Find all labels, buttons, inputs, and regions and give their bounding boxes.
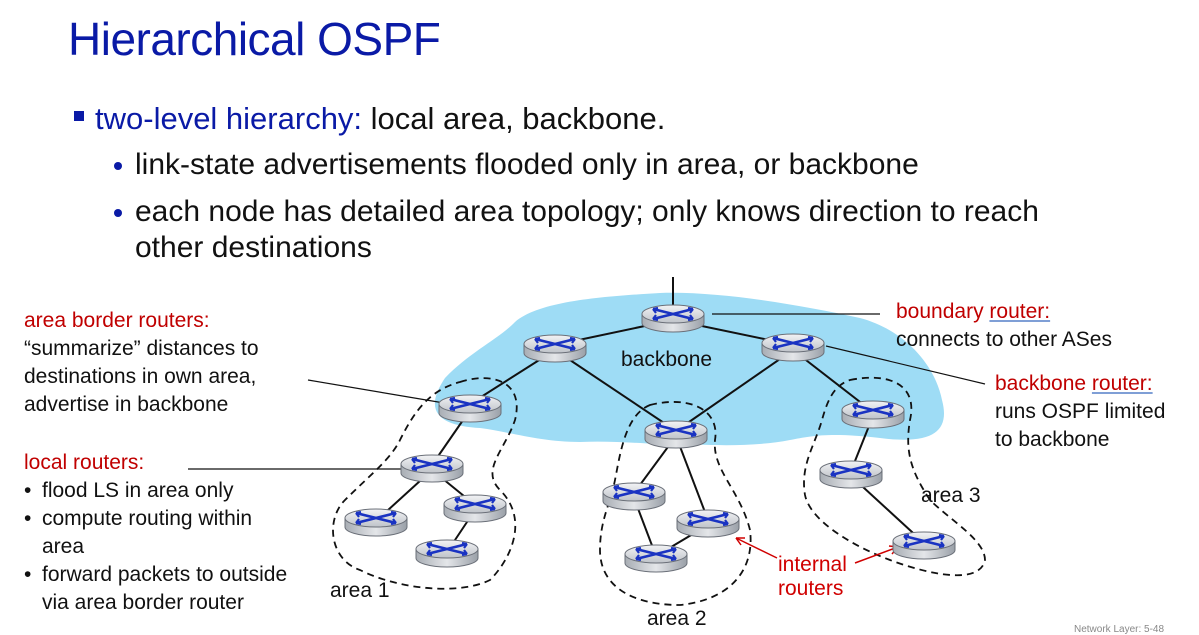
bullet-rest: local area, backbone. xyxy=(362,101,666,136)
area-3-label: area 3 xyxy=(921,484,981,507)
boundary-line: connects to other ASes xyxy=(896,328,1112,351)
boundary-heading-a: boundary xyxy=(896,300,990,323)
local-item: via area border router xyxy=(42,591,244,614)
square-bullet-icon xyxy=(74,111,84,121)
area-2-boundary xyxy=(599,401,752,606)
local-router-1d xyxy=(414,538,480,569)
area-border-router-3 xyxy=(840,399,906,430)
backbone-heading-b: router: xyxy=(1091,372,1153,395)
backbone-router-line: to backbone xyxy=(995,428,1110,451)
sub-bullet-dot-icon xyxy=(114,209,122,217)
backbone-router-line: runs OSPF limited xyxy=(995,400,1166,423)
area-border-router-1 xyxy=(437,393,503,424)
local-item: forward packets to outside xyxy=(42,563,288,586)
slide-footer: Network Layer: 5-48 xyxy=(1074,624,1165,635)
local-router-3b xyxy=(891,530,957,561)
local-router-1b xyxy=(343,507,409,538)
area-1-boundary xyxy=(332,377,518,590)
local-router-1a xyxy=(399,453,465,484)
area-border-line: advertise in backbone xyxy=(24,393,229,416)
local-item: compute routing within xyxy=(42,507,253,530)
local-router-2b xyxy=(675,508,741,539)
backbone-cloud xyxy=(434,292,945,446)
area-2-label: area 2 xyxy=(647,607,707,630)
area-3-boundary xyxy=(803,376,986,577)
local-router-2a xyxy=(601,481,667,512)
area-border-line: “summarize” distances to xyxy=(24,337,259,360)
sub-bullet-dot-icon xyxy=(114,162,122,170)
internal-label-line: routers xyxy=(778,577,844,600)
backbone-router-annotation: backbone router: runs OSPF limited to ba… xyxy=(995,370,1165,454)
area-1-label: area 1 xyxy=(330,579,390,602)
backbone-router-left xyxy=(522,333,588,364)
bullet-icon: • xyxy=(24,507,32,530)
area-boundaries xyxy=(332,376,986,606)
area-border-line: destinations in own area, xyxy=(24,365,257,388)
local-routers-heading: local routers: xyxy=(24,451,145,474)
main-bullet: two-level hierarchy: local area, backbon… xyxy=(95,101,665,137)
sub-bullet-2-cont: other destinations xyxy=(135,231,372,264)
local-routers-annotation: local routers: • flood LS in area only • c… xyxy=(24,449,287,617)
area-border-heading: area border routers: xyxy=(24,309,210,332)
backbone-heading-a: backbone xyxy=(995,372,1092,395)
internal-label-line: internal xyxy=(778,553,847,576)
boundary-router-annotation: boundary router: connects to other ASes xyxy=(896,298,1112,354)
backbone-router-right xyxy=(760,332,826,363)
local-router-3a xyxy=(818,459,884,490)
area-border-annotation: area border routers: “summarize” distanc… xyxy=(24,307,259,419)
backbone-label: backbone xyxy=(621,348,713,371)
boundary-heading-b: router: xyxy=(989,300,1051,323)
sub-bullet-2: each node has detailed area topology; on… xyxy=(135,195,1039,228)
boundary-router xyxy=(640,303,706,334)
slide-title: Hierarchical OSPF xyxy=(68,13,441,65)
local-router-2c xyxy=(623,543,689,574)
bullet-highlight: two-level hierarchy: xyxy=(95,101,363,136)
area-border-router-2 xyxy=(643,419,709,450)
bullet-icon: • xyxy=(24,479,32,502)
internal-routers-label: internal routers xyxy=(778,553,847,601)
local-item: area xyxy=(42,535,85,558)
local-item: flood LS in area only xyxy=(42,479,234,502)
pointer-lines xyxy=(188,313,986,470)
sub-bullet-1: link-state advertisements flooded only i… xyxy=(135,148,919,181)
local-router-1c xyxy=(442,493,508,524)
bullet-icon: • xyxy=(24,563,32,586)
